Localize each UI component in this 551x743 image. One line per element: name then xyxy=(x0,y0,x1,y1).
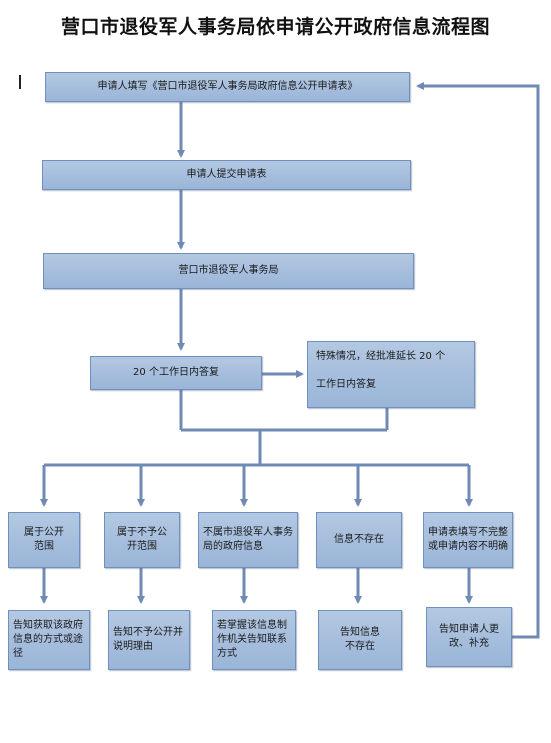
arrow-loop-back xyxy=(416,82,540,639)
node-info-not-exist: 信息不存在 xyxy=(316,512,402,568)
result-public-access: 告知获取该政府信息的方式或途径 xyxy=(8,610,90,670)
result-contact-agency: 若掌握该信息制作机关告知联系方式 xyxy=(212,610,296,670)
node-bureau: 营口市退役军人事务局 xyxy=(43,253,414,289)
node-submit-form: 申请人提交申请表 xyxy=(42,160,411,190)
result-not-exist: 告知信息不存在 xyxy=(318,610,402,670)
node-extension: 特殊情况，经批准延长 20 个 工作日内答复 xyxy=(307,341,475,408)
node-fill-form: 申请人填写《营口市退役军人事务局政府信息公开申请表》 xyxy=(45,72,410,102)
node-form-incomplete: 申请表填写不完整或申请内容不明确 xyxy=(423,512,513,568)
text-cursor xyxy=(19,75,21,89)
node-other-agency-info: 不属市退役军人事务局的政府信息 xyxy=(198,512,298,568)
node-reply-20-days: 20 个工作日内答复 xyxy=(90,356,262,390)
page-title: 营口市退役军人事务局依申请公开政府信息流程图 xyxy=(60,16,490,38)
result-not-public-reason: 告知不予公开并说明理由 xyxy=(108,610,190,670)
node-not-public-scope: 属于不予公开范围 xyxy=(104,512,180,568)
node-public-scope: 属于公开范围 xyxy=(8,512,80,568)
extension-line-1: 特殊情况，经批准延长 20 个 xyxy=(316,351,446,362)
result-amend-request: 告知申请人更改、补充 xyxy=(426,607,512,667)
extension-line-2: 工作日内答复 xyxy=(316,379,376,390)
